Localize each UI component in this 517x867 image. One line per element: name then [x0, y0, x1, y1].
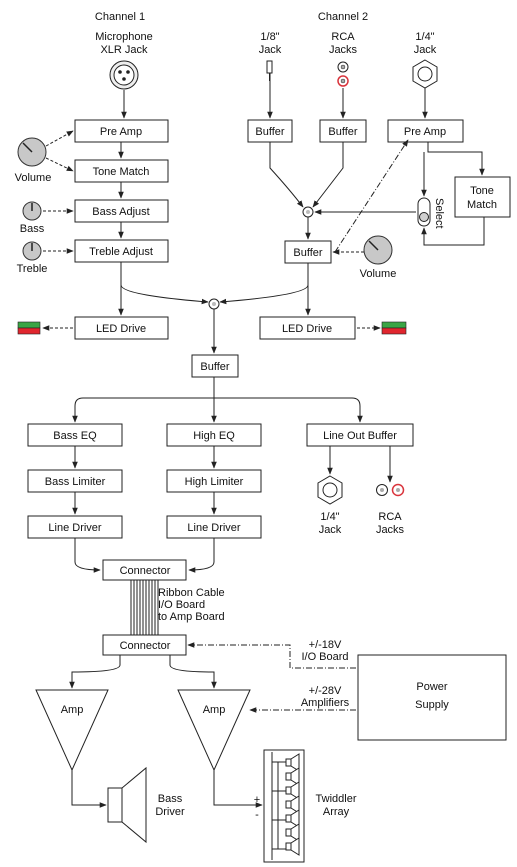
- output-rca-jacks-icon: [376, 483, 405, 497]
- ch2-led-drive-block: [259, 316, 356, 340]
- ch2-led-drive-label: LED Drive: [282, 323, 332, 335]
- bass-amp-label: Amp: [61, 704, 84, 716]
- output-quarter-jack-icon: [317, 475, 343, 505]
- main-buffer-block: [191, 354, 239, 378]
- ribbon-label-2: I/O Board: [158, 599, 205, 611]
- twiddler-minus-label: -: [255, 809, 259, 821]
- bass-adjust-label: Bass Adjust: [92, 206, 149, 218]
- high-amp-label: Amp: [203, 704, 226, 716]
- ch1-volume-label: Volume: [15, 172, 52, 184]
- treble-knob-icon: [22, 241, 42, 261]
- bass-knob-label: Bass: [20, 223, 45, 235]
- amp-connector-label: Connector: [120, 640, 171, 652]
- power-io-label-2: I/O Board: [301, 651, 348, 663]
- high-line-driver-label: Line Driver: [187, 522, 241, 534]
- select-switch-icon: [417, 197, 431, 227]
- high-limiter-label: High Limiter: [185, 476, 244, 488]
- power-supply-label-1: Power: [416, 681, 448, 693]
- ch1-led-drive-block: [74, 316, 169, 340]
- twiddler-array-icon: [263, 749, 305, 863]
- treble-knob-label: Treble: [17, 263, 48, 275]
- ch1-volume-knob-icon: [17, 137, 47, 167]
- power-amps-label-1: +/-28V: [309, 685, 342, 697]
- high-eq-label: High EQ: [193, 430, 235, 442]
- quarter-inch-jack-icon: [412, 59, 438, 89]
- eighth-jack-label-1: 1/8": [260, 31, 279, 43]
- output-quarter-label-2: Jack: [319, 524, 342, 536]
- output-quarter-label-1: 1/4": [320, 511, 339, 523]
- eighth-inch-plug-icon: [266, 60, 273, 81]
- eighth-jack-label-2: Jack: [259, 44, 282, 56]
- bass-eq-label: Bass EQ: [53, 430, 97, 442]
- mic-label-2: XLR Jack: [100, 44, 148, 56]
- bass-amp-triangle: [35, 689, 109, 772]
- main-summing-node-icon: [208, 298, 220, 310]
- ch2-tone-match-label-2: Match: [467, 199, 497, 211]
- xlr-jack-icon: [109, 60, 139, 90]
- channel1-header: Channel 1: [95, 11, 145, 23]
- ch2-volume-label: Volume: [360, 268, 397, 280]
- ch2-led-indicator-icon: [381, 321, 407, 335]
- twiddler-plus-label: +: [254, 794, 260, 806]
- ribbon-label-1: Ribbon Cable: [158, 587, 225, 599]
- ch2-volume-knob-icon: [363, 235, 393, 265]
- amp-board-connector-block: [102, 634, 187, 656]
- io-connector-label: Connector: [120, 565, 171, 577]
- power-supply-label-2: Supply: [415, 699, 449, 711]
- bass-knob-icon: [22, 201, 42, 221]
- rca-jacks-input-icon: [337, 61, 349, 87]
- bass-driver-speaker-icon: [107, 766, 147, 844]
- power-supply-block: [357, 654, 507, 741]
- rca-jacks-label-1: RCA: [331, 31, 355, 43]
- power-amps-label-2: Amplifiers: [301, 697, 350, 709]
- ch1-led-indicator-icon: [17, 321, 41, 335]
- power-io-label-1: +/-18V: [309, 639, 342, 651]
- ribbon-cable-icon: [130, 580, 159, 635]
- signal-connections: [42, 81, 485, 808]
- ch2-tone-match-label-1: Tone: [470, 185, 494, 197]
- ch2-summing-node-icon: [302, 206, 314, 218]
- rca-jacks-label-2: Jacks: [329, 44, 358, 56]
- select-switch-label: Select: [433, 198, 445, 229]
- ch1-led-drive-label: LED Drive: [96, 323, 146, 335]
- bass-driver-label-1: Bass: [158, 793, 183, 805]
- io-board-connector-block: [102, 559, 187, 581]
- ch2-tone-match-block: [454, 176, 511, 218]
- high-amp-triangle: [177, 689, 251, 772]
- bass-line-driver-label: Line Driver: [48, 522, 102, 534]
- output-rca-label-2: Jacks: [376, 524, 405, 536]
- bass-limiter-label: Bass Limiter: [45, 476, 106, 488]
- ch1-preamp-label: Pre Amp: [100, 126, 142, 138]
- ch2-rca-buffer-label: Buffer: [328, 126, 357, 138]
- quarter-jack-label-2: Jack: [414, 44, 437, 56]
- ch1-tone-match-label: Tone Match: [93, 166, 150, 178]
- main-buffer-label: Buffer: [200, 361, 229, 373]
- ribbon-label-3: to Amp Board: [158, 611, 225, 623]
- mic-label-1: Microphone: [95, 31, 152, 43]
- quarter-jack-label-1: 1/4": [415, 31, 434, 43]
- ch2-eighth-buffer-label: Buffer: [255, 126, 284, 138]
- ch2-preamp-label: Pre Amp: [404, 126, 446, 138]
- bass-driver-label-2: Driver: [155, 806, 185, 818]
- channel2-header: Channel 2: [318, 11, 368, 23]
- treble-adjust-label: Treble Adjust: [89, 246, 153, 258]
- line-out-buffer-block: [306, 423, 414, 447]
- line-out-buffer-label: Line Out Buffer: [323, 430, 397, 442]
- output-rca-label-1: RCA: [378, 511, 402, 523]
- twiddler-label-1: Twiddler: [316, 793, 357, 805]
- twiddler-label-2: Array: [323, 806, 350, 818]
- ch2-preamp-block: [387, 119, 464, 143]
- ch2-mix-buffer-label: Buffer: [293, 247, 322, 259]
